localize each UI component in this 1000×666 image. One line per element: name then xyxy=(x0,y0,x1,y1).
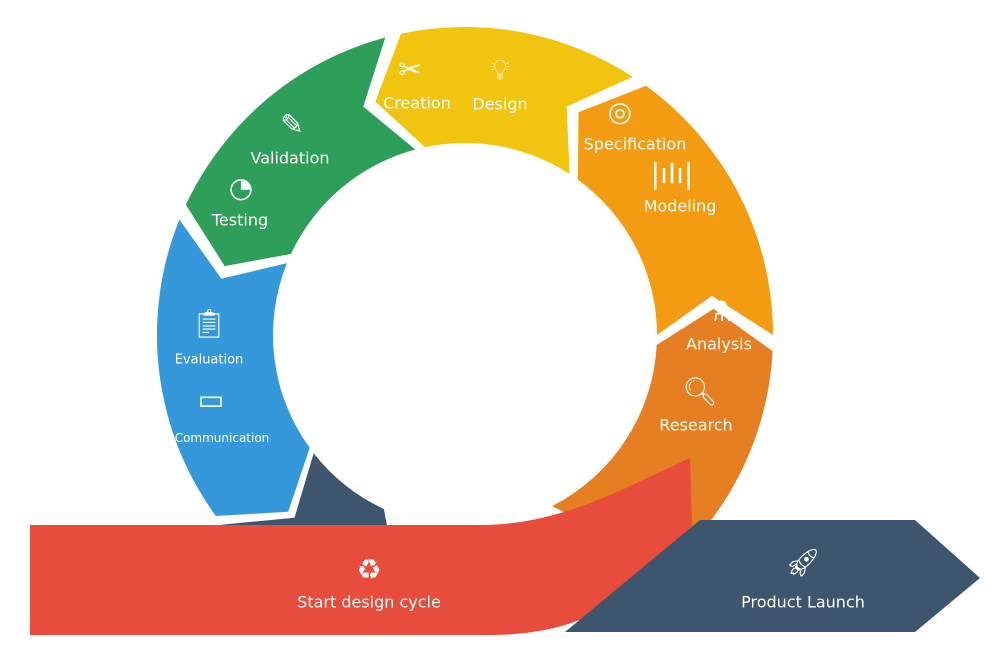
tools-icon: ✂ xyxy=(398,53,422,86)
lightbulb-icon: 💡︎ xyxy=(490,53,510,86)
segment-validation-testing xyxy=(185,37,416,267)
sound-wave-icon: |ıIı| xyxy=(650,157,694,190)
segment-creation-design xyxy=(375,26,633,175)
product-launch-arrow xyxy=(565,520,980,632)
segment-evaluation-communication xyxy=(156,219,310,516)
gauge-icon: ◔ xyxy=(228,171,254,204)
presentation-board-icon: ▭ xyxy=(197,383,225,416)
validation-label: Validation xyxy=(250,148,330,168)
start-label: Start design cycle xyxy=(297,592,441,612)
testing-label: Testing xyxy=(211,210,269,230)
communication-label: Communication xyxy=(174,431,270,445)
specification-label: Specification xyxy=(583,134,687,154)
target-icon: ◎ xyxy=(607,95,633,128)
creation-label: Creation xyxy=(383,93,451,113)
evaluation-label: Evaluation xyxy=(174,352,244,368)
start-band xyxy=(30,458,692,635)
rocket-icon: 🚀︎ xyxy=(785,546,821,579)
design-label: Design xyxy=(472,94,528,114)
modeling-label: Modeling xyxy=(643,196,717,216)
launch-label: Product Launch xyxy=(741,592,865,612)
analysis-label: Analysis xyxy=(686,334,752,354)
research-label: Research xyxy=(659,415,733,435)
clipboard-checklist-icon: 📋︎ xyxy=(191,307,227,340)
segment-specification-modeling xyxy=(577,85,773,335)
recycle-icon: ♻ xyxy=(356,553,382,586)
document-search-icon: 🔍︎ xyxy=(682,375,718,408)
pencil-ruler-icon: ✎ xyxy=(280,108,304,141)
flask-icon: ⚗ xyxy=(706,295,732,328)
